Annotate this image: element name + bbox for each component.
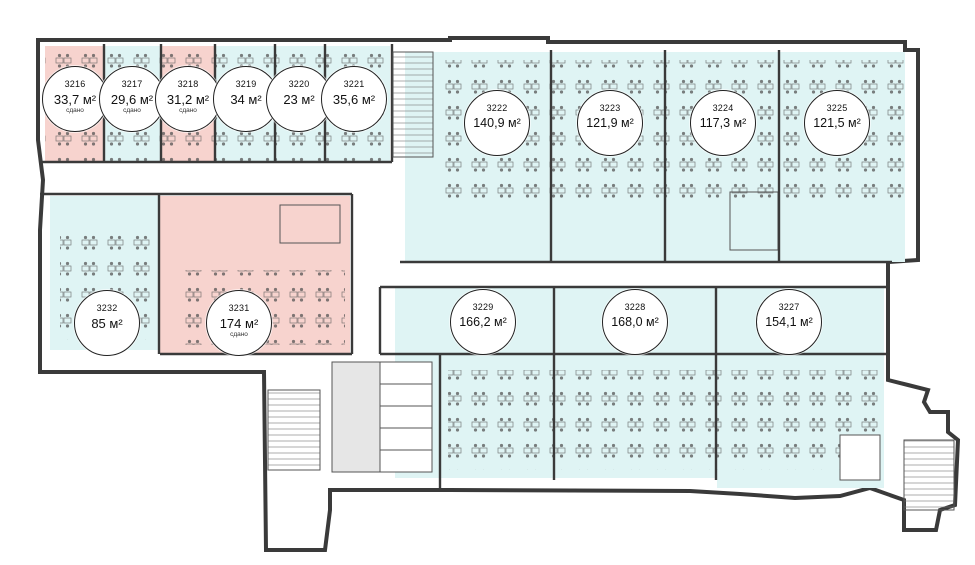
stair-north xyxy=(392,51,434,158)
unit-area: 121,9 м² xyxy=(586,116,634,130)
unit-area: 166,2 м² xyxy=(459,315,507,329)
unit-badge[interactable]: 3232 85 м² xyxy=(74,290,140,356)
unit-number: 3227 xyxy=(778,302,800,312)
unit-number: 3219 xyxy=(235,79,257,89)
unit-area: 29,6 м² xyxy=(110,92,154,107)
restrooms xyxy=(379,361,433,473)
unit-number: 3220 xyxy=(288,79,310,89)
unit-status: сдано xyxy=(179,107,197,114)
unit-area: 168,0 м² xyxy=(611,315,659,329)
unit-badge[interactable]: 3227 154,1 м² xyxy=(756,289,822,355)
unit-number: 3216 xyxy=(64,79,86,89)
unit-status: сдано xyxy=(66,107,84,114)
unit-area: 35,6 м² xyxy=(332,92,376,107)
unit-area: 140,9 м² xyxy=(473,116,521,130)
unit-area: 121,5 м² xyxy=(813,116,861,130)
unit-number: 3229 xyxy=(472,302,494,312)
unit-area: 34 м² xyxy=(230,92,262,107)
unit-area: 31,2 м² xyxy=(166,92,210,107)
core xyxy=(331,361,381,473)
unit-badge[interactable]: 3222 140,9 м² xyxy=(464,90,530,156)
unit-number: 3231 xyxy=(228,303,250,313)
unit-badge[interactable]: 3223 121,9 м² xyxy=(577,90,643,156)
unit-badge[interactable]: 3216 33,7 м² сдано xyxy=(42,66,108,132)
unit-number: 3225 xyxy=(826,103,848,113)
unit-badge[interactable]: 3224 117,3 м² xyxy=(690,90,756,156)
unit-status: сдано xyxy=(123,107,141,114)
unit-badge[interactable]: 3221 35,6 м² xyxy=(321,66,387,132)
unit-badge[interactable]: 3229 166,2 м² xyxy=(450,289,516,355)
unit-area: 174 м² xyxy=(219,316,259,331)
unit-number: 3232 xyxy=(96,303,118,313)
unit-area: 117,3 м² xyxy=(699,116,747,130)
unit-area: 23 м² xyxy=(283,92,315,107)
unit-number: 3221 xyxy=(343,79,365,89)
unit-status: сдано xyxy=(230,331,248,338)
unit-badge[interactable]: 3225 121,5 м² xyxy=(804,90,870,156)
unit-badge[interactable]: 3231 174 м² сдано xyxy=(206,290,272,356)
unit-badge[interactable]: 3218 31,2 м² сдано xyxy=(155,66,221,132)
unit-number: 3222 xyxy=(486,103,508,113)
stair-east xyxy=(903,439,955,511)
unit-area: 154,1 м² xyxy=(765,315,813,329)
unit-area: 33,7 м² xyxy=(53,92,97,107)
stair-south xyxy=(267,389,321,471)
unit-badge[interactable]: 3217 29,6 м² сдано xyxy=(99,66,165,132)
unit-number: 3224 xyxy=(712,103,734,113)
unit-number: 3223 xyxy=(599,103,621,113)
unit-badge[interactable]: 3228 168,0 м² xyxy=(602,289,668,355)
unit-area: 85 м² xyxy=(91,316,123,331)
unit-number: 3217 xyxy=(121,79,143,89)
unit-number: 3228 xyxy=(624,302,646,312)
unit-number: 3218 xyxy=(177,79,199,89)
